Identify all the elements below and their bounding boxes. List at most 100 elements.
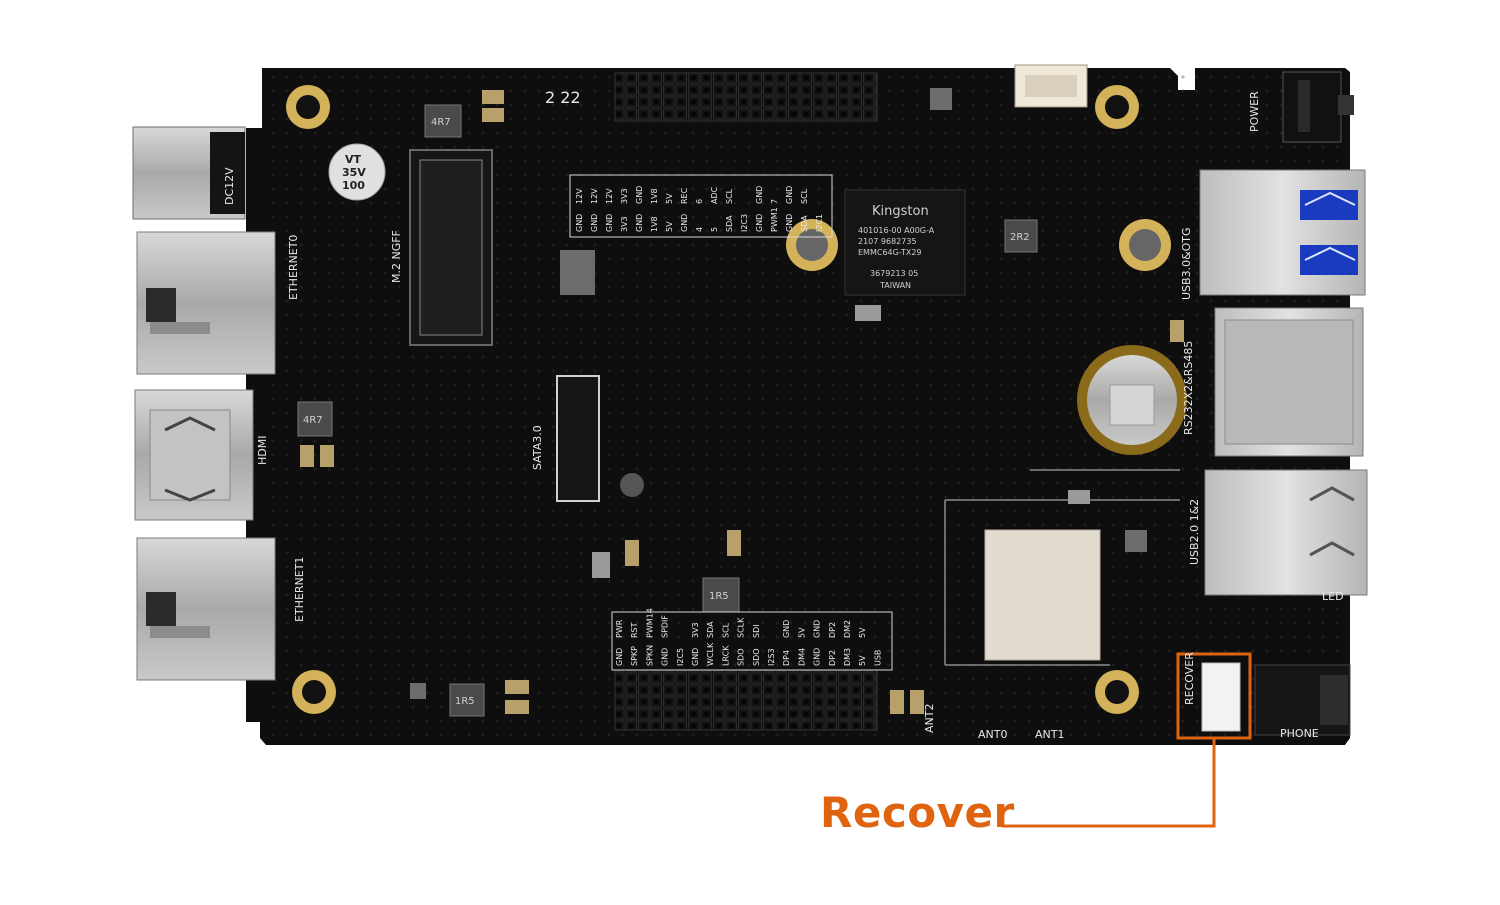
pin-label-6-1: SDA — [706, 621, 715, 638]
pin-label-15-1: SCL — [800, 188, 809, 204]
ind-1r5-bottom: 1R5 — [455, 696, 475, 707]
pin-label-12-1: 5V — [797, 627, 806, 638]
pin-label-14-1: GND — [785, 186, 794, 204]
ind-2r2: 2R2 — [1010, 232, 1030, 243]
chip-line2: 2107 9682735 — [858, 237, 917, 246]
pin-label-13-0: PWM1 — [770, 207, 779, 232]
recover-leader-line — [1002, 738, 1216, 828]
chip-line4: 3679213 05 — [870, 269, 918, 278]
pin-label-5-1: 3V3 — [691, 622, 700, 638]
pin-label-15-0: DM3 — [843, 648, 852, 666]
m2-slot — [409, 149, 493, 346]
pin-label-4-0: GND — [635, 214, 644, 232]
pin-label-15-1: DM2 — [843, 620, 852, 638]
ethernet1-port — [136, 537, 276, 681]
pin-label-8-0: SDO — [737, 648, 746, 666]
pin-label-0-1: PWR — [615, 619, 624, 638]
pin-label-6-1: 5V — [665, 193, 674, 204]
top-pin-table — [569, 174, 833, 238]
silk-recover: RECOVER — [1183, 652, 1196, 705]
silk-ant1: ANT1 — [1035, 728, 1064, 741]
pin-label-8-0: 4 — [695, 227, 704, 232]
emmc-chip — [844, 189, 966, 296]
pin-label-10-0: SDA — [725, 215, 734, 232]
pin-label-14-1: DP2 — [828, 622, 837, 638]
pin-label-1-0: SPKP — [630, 646, 639, 666]
chip-line1: 401016-00 A00G-A — [858, 226, 935, 235]
rs232-connector — [1214, 307, 1364, 457]
silk-power: POWER — [1248, 91, 1261, 132]
pin-label-3-0: 3V3 — [620, 216, 629, 232]
ind-1r5-mid: 1R5 — [709, 591, 729, 602]
pin-label-12-1: GND — [755, 186, 764, 204]
silk-usb3: USB3.0&OTG — [1180, 227, 1193, 300]
pin-label-0-1: 12V — [575, 188, 584, 204]
pin-label-2-1: 12V — [605, 188, 614, 204]
silk-hdmi: HDMI — [256, 436, 269, 465]
phone-jack — [1254, 664, 1351, 736]
pin-label-8-1: SCLK — [737, 617, 746, 638]
sata-connector — [556, 375, 600, 502]
pin-label-13-1: 7 — [770, 199, 779, 204]
pin-label-17-0: USB — [873, 650, 882, 666]
top-gpio-header — [614, 72, 878, 122]
pin-label-4-0: I2C5 — [676, 648, 685, 666]
pin-label-3-1: 3V3 — [620, 188, 629, 204]
ind-4r7-left: 4R7 — [303, 415, 323, 426]
silk-ant0: ANT0 — [978, 728, 1007, 741]
wifi-module — [984, 529, 1101, 661]
silk-sata: SATA3.0 — [531, 425, 544, 470]
electrolytic-capacitor — [328, 143, 386, 201]
usb2-port — [1204, 469, 1368, 596]
recover-switch — [1201, 662, 1241, 732]
recover-callout-label: Recover — [820, 788, 1015, 837]
chip-line3: EMMC64G-TX29 — [858, 248, 922, 257]
pin-label-5-0: 1V8 — [650, 216, 659, 232]
hdmi-port — [134, 389, 254, 521]
pin-label-7-0: LRCK — [721, 645, 730, 666]
silk-ethernet1: ETHERNET1 — [293, 557, 306, 622]
pin-label-2-0: GND — [605, 214, 614, 232]
pin-label-15-0: SDA — [800, 215, 809, 232]
bottom-gpio-header — [614, 669, 878, 731]
pin-label-9-0: 5 — [710, 227, 719, 232]
coin-battery — [1077, 345, 1187, 455]
pin-label-13-1: GND — [813, 620, 822, 638]
pin-label-5-1: 1V8 — [650, 188, 659, 204]
pin-label-12-0: DM4 — [797, 648, 806, 666]
pin-label-8-1: 6 — [695, 199, 704, 204]
chip-brand: Kingston — [872, 204, 929, 219]
silk-ant2: ANT2 — [923, 704, 936, 733]
ethernet0-port — [136, 231, 276, 375]
pin-label-2-0: SPKN — [645, 645, 654, 666]
cap-line2: 35V — [342, 166, 366, 179]
silk-ethernet0: ETHERNET0 — [287, 235, 300, 300]
pin-label-1-0: GND — [590, 214, 599, 232]
silk-rs232: RS232X2&RS485 — [1182, 341, 1195, 435]
silk-dc12v: DC12V — [223, 167, 236, 205]
pin-label-2-1: PWM14 — [645, 608, 654, 638]
pin-label-11-0: I2C3 — [740, 214, 749, 232]
pin-label-12-0: GND — [755, 214, 764, 232]
pin-label-7-0: GND — [680, 214, 689, 232]
pin-label-14-0: DP2 — [828, 650, 837, 666]
ind-4r7-top: 4R7 — [431, 117, 451, 128]
pin-label-3-1: SPDIF — [661, 615, 670, 638]
pin-label-0-0: GND — [615, 648, 624, 666]
pin-label-9-0: SDO — [752, 648, 761, 666]
power-button — [1282, 71, 1354, 143]
pin-label-0-0: GND — [575, 214, 584, 232]
usb3-port — [1199, 169, 1366, 296]
pin-label-7-1: REC — [680, 187, 689, 204]
pin-label-11-1: GND — [782, 620, 791, 638]
pin-label-3-0: GND — [661, 648, 670, 666]
cap-line1: VT — [345, 153, 362, 166]
dc-jack — [132, 126, 246, 220]
pin-label-5-0: GND — [691, 648, 700, 666]
silk-phone: PHONE — [1280, 727, 1319, 740]
silk-led: LED — [1322, 590, 1344, 603]
pin-label-11-0: DP4 — [782, 650, 791, 666]
